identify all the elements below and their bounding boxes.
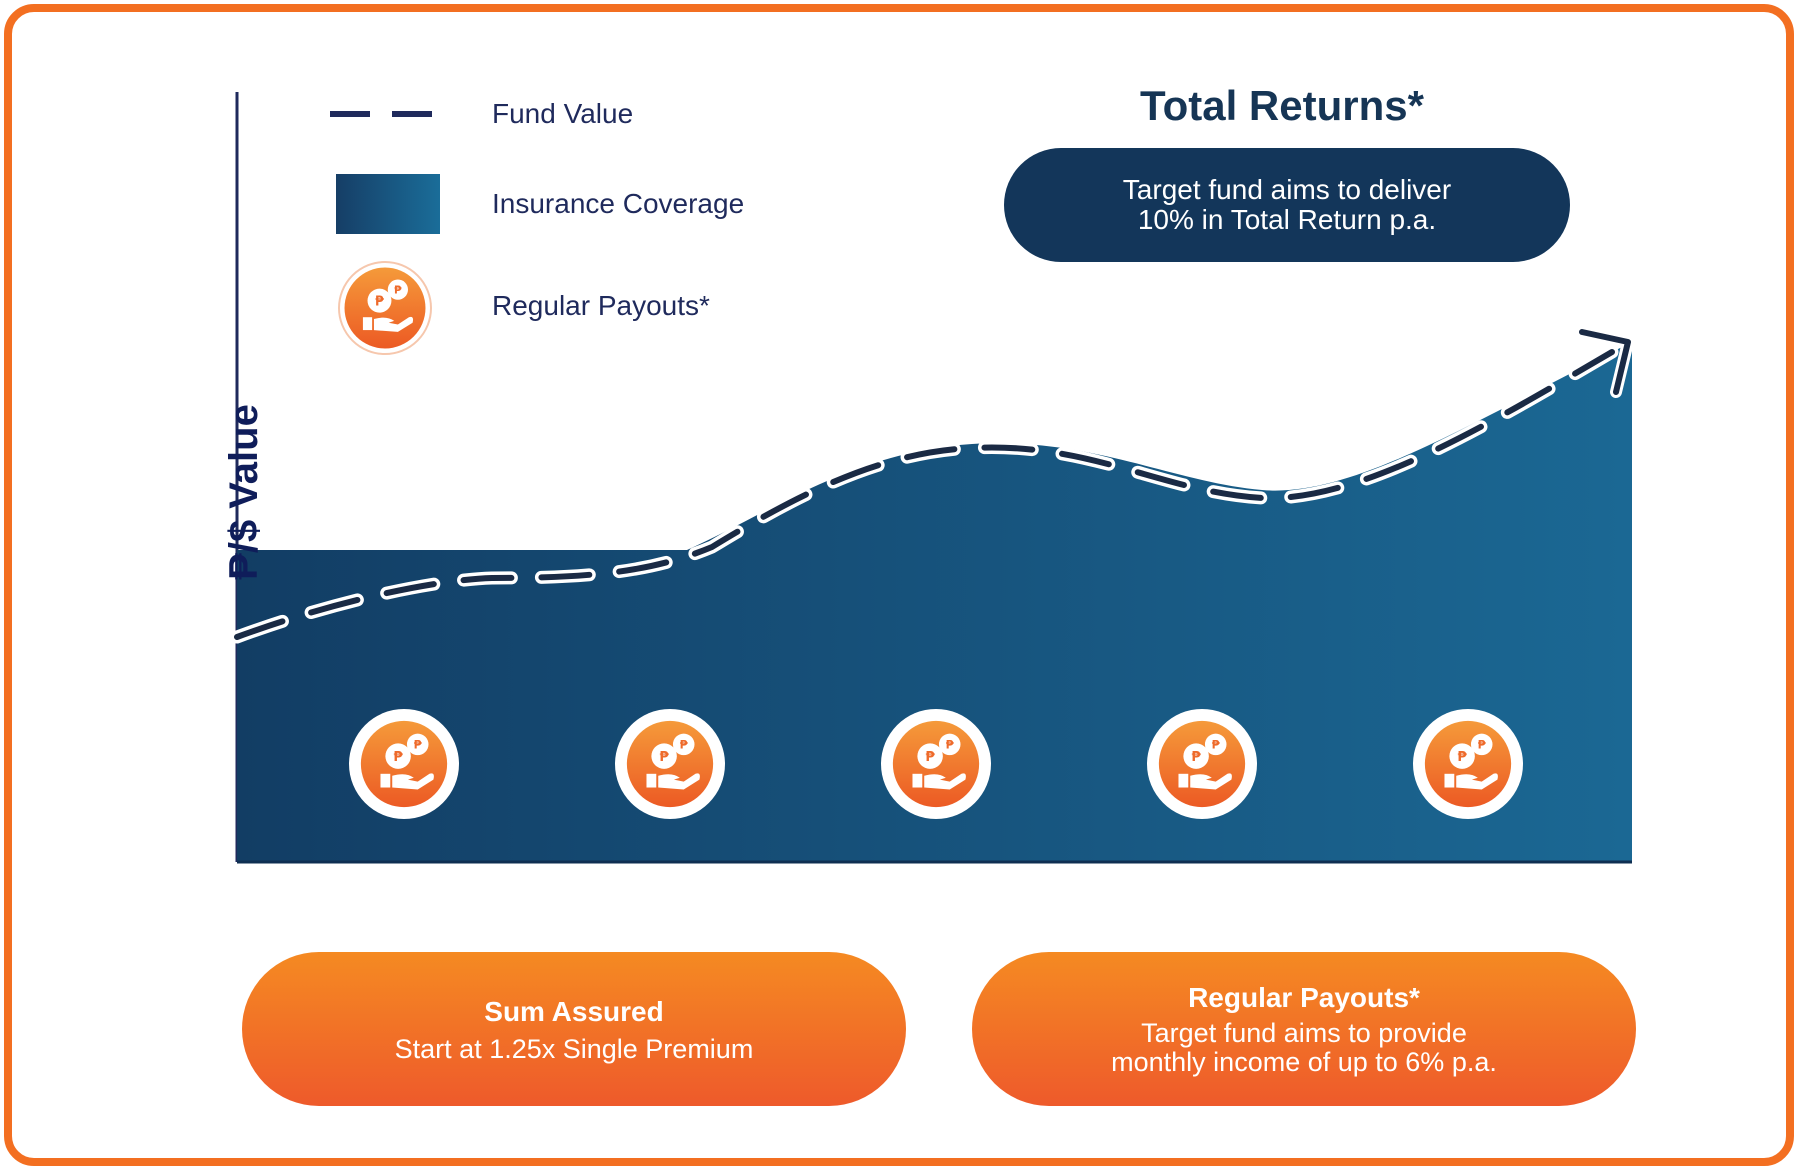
fund-value-arrowhead-icon [1579,329,1631,395]
sum-assured-desc: Start at 1.25x Single Premium [394,1033,754,1064]
legend-regular-payouts-label: Regular Payouts* [492,290,710,321]
payout-coin-hand-icon [349,709,459,819]
y-axis-title: ₱/$ Value [222,404,266,580]
payout-icons-row [349,709,1523,819]
regular-payouts-title: Regular Payouts* [1188,982,1420,1013]
total-returns-line2: 10% in Total Return p.a. [1137,204,1437,235]
regular-payouts-legend-icon [338,261,432,355]
payout-coin-hand-icon [1413,709,1523,819]
legend-fund-value-label: Fund Value [492,98,634,129]
legend-insurance-coverage-label: Insurance Coverage [492,188,745,219]
sum-assured-pill: Sum Assured Start at 1.25x Single Premiu… [242,952,906,1106]
diagram-canvas: ₱ ₱ [230,92,1634,864]
insurance-coverage-area [237,342,1632,862]
payout-coin-hand-icon [1147,709,1257,819]
regular-payouts-pill: Regular Payouts* Target fund aims to pro… [972,952,1636,1106]
total-returns-title: Total Returns* [1140,82,1424,129]
total-returns-pill: Target fund aims to deliver 10% in Total… [1004,148,1570,262]
insurance-coverage-legend-swatch [336,174,440,234]
sum-assured-title: Sum Assured [484,995,664,1027]
total-returns-line1: Target fund aims to deliver [1122,174,1452,205]
payout-coin-hand-icon [615,709,725,819]
regular-payouts-line1: Target fund aims to provide [1141,1018,1467,1048]
payout-coin-hand-icon [881,709,991,819]
fund-value-line [234,349,1615,640]
diagram-frame: ₱ ₱ Fund Value Insurance Coverage [4,4,1794,1166]
regular-payouts-line2: monthly income of up to 6% p.a. [1111,1047,1497,1077]
